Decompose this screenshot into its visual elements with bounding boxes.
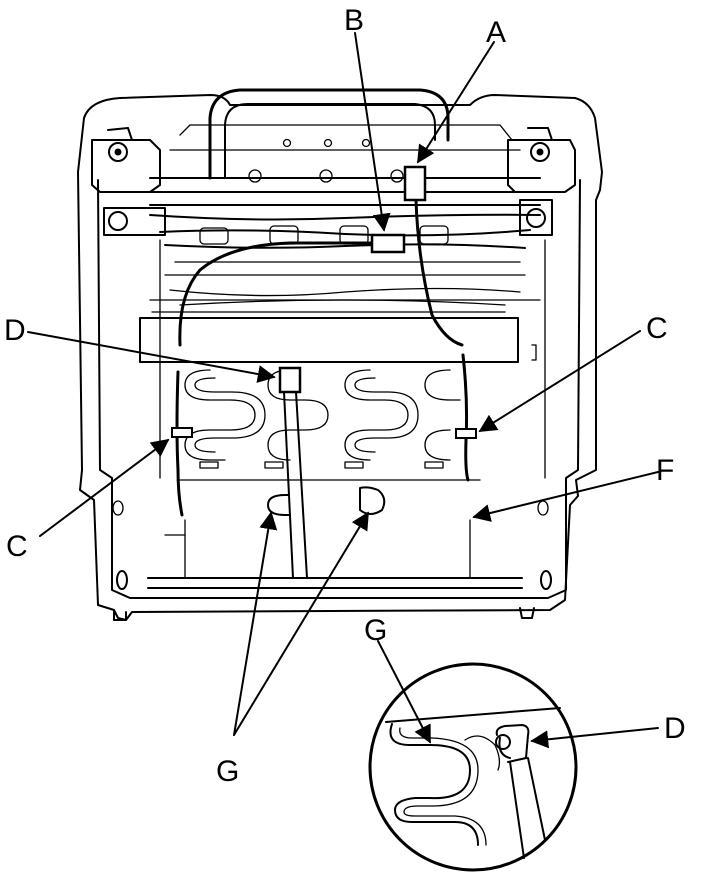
callout-a: A (486, 16, 506, 49)
callout-d-inset: D (664, 712, 686, 745)
cross-members (149, 204, 541, 301)
cushion-panel (139, 299, 519, 363)
callout-g-main: G (216, 755, 239, 788)
leader-lines (27, 32, 659, 749)
callout-f: F (656, 454, 674, 487)
callout-c-left: C (6, 530, 28, 563)
detail-inset (368, 662, 578, 872)
callout-c-right: C (646, 312, 668, 345)
wire-harness (175, 198, 470, 517)
back-frame-top (91, 88, 576, 236)
callout-d-main: D (4, 314, 26, 347)
callout-g-inset: G (364, 614, 387, 647)
connector-a (403, 165, 427, 202)
seat-springs (184, 369, 461, 469)
seat-frame (77, 94, 603, 621)
hole-g-right (359, 486, 386, 515)
clip-c-left (171, 427, 193, 438)
connector-b (370, 233, 406, 254)
strap-d (278, 366, 308, 579)
clip-c-right (455, 428, 477, 439)
hole-g-left (267, 494, 291, 516)
callout-b: B (344, 4, 364, 37)
